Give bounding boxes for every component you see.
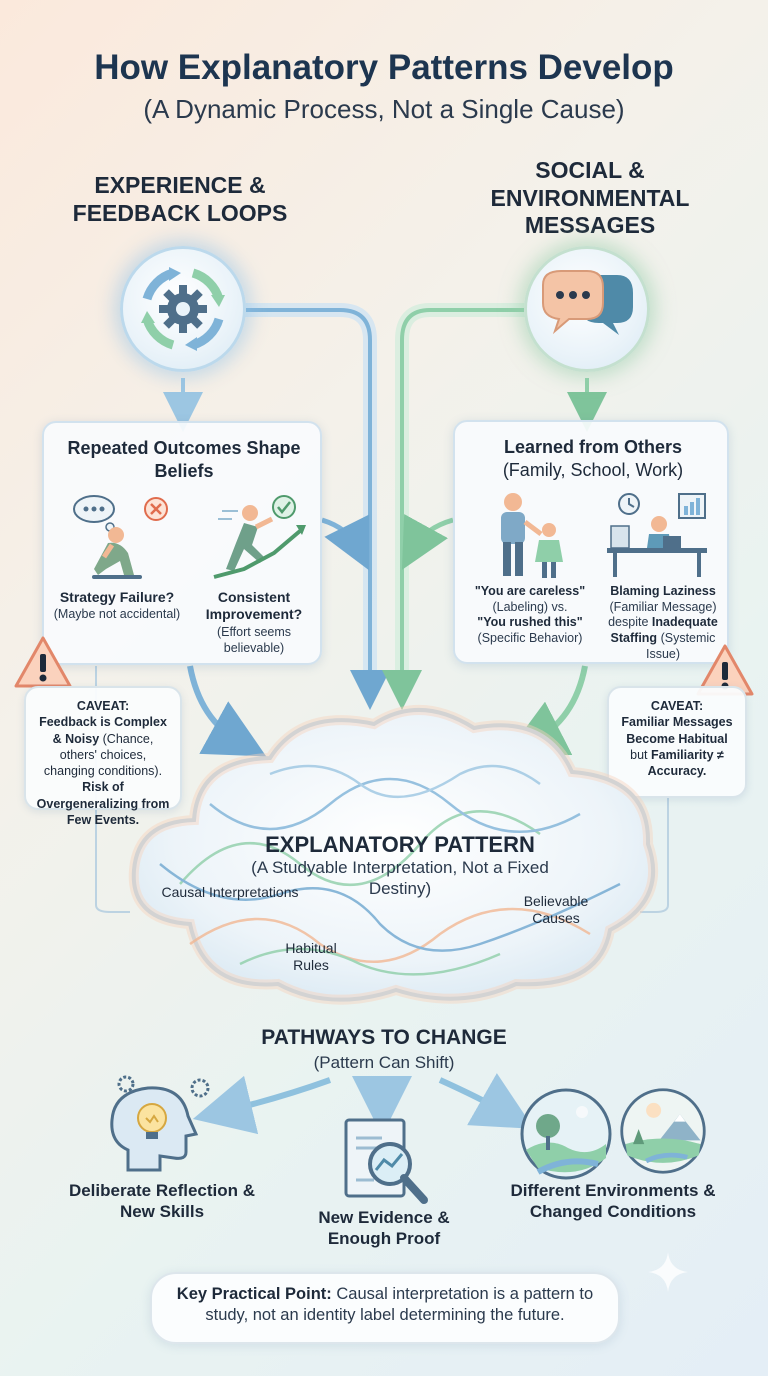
gear-cycle-icon [120, 246, 246, 372]
inadequate-staffing: Inadequate Staffing [610, 615, 718, 645]
card-title: Learned from Others [503, 437, 683, 457]
pathway-evidence-label: New Evidence & Enough Proof [318, 1208, 450, 1249]
habitual-rules-label: Habitual Rules [285, 940, 337, 973]
labeling-note: (Labeling) vs. [492, 599, 568, 614]
forest-landscape-icon [520, 1088, 612, 1180]
strategy-failure-note: (Maybe not accidental) [53, 607, 181, 621]
pathway-arrow-left [192, 1075, 332, 1135]
right-feedback-line [640, 798, 669, 913]
climbing-person-icon [213, 495, 306, 579]
social-to-pattern-line [382, 303, 531, 710]
page-title: How Explanatory Patterns Develop [94, 48, 674, 87]
left-card-to-cloud-arrow [187, 665, 267, 757]
believable-causes-label: Believable Causes [523, 893, 589, 926]
left-feedback-line [95, 666, 130, 913]
key-point-label: Key Practical Point: [176, 1285, 332, 1303]
pathways-subheading: (Pattern Can Shift) [313, 1053, 455, 1072]
familiar-message-note: (Familiar Message) despite [608, 599, 717, 630]
labeling-example: "You are careless" (Labeling) vs. "You r… [461, 584, 599, 647]
specific-behavior-note: (Specific Behavior) [477, 630, 583, 645]
pathway-reflection-label: Deliberate Reflection & New Skills [68, 1181, 256, 1222]
caveat-but: but [630, 747, 648, 762]
struggling-person-icon [73, 495, 168, 579]
page-subtitle: (A Dynamic Process, Not a Single Cause) [143, 94, 625, 124]
systemic-issue-note: (Systemic Issue) [645, 630, 716, 661]
caveat-detail: (Chance, others' choices, changing condi… [43, 731, 163, 779]
pathways-heading: PATHWAYS TO CHANGE [261, 1026, 507, 1049]
consistent-improvement-label: Consistent Improvement? [205, 589, 303, 622]
speech-bubbles-icon [524, 246, 650, 372]
caveat-label: CAVEAT: [650, 699, 704, 713]
head-lightbulb-icon [110, 1075, 210, 1172]
experience-to-pattern-line [239, 303, 390, 710]
pattern-title: EXPLANATORY PATTERN [265, 832, 535, 857]
parent-child-icon [501, 493, 563, 578]
evidence-magnifier-icon [344, 1118, 428, 1204]
office-desk-icon [607, 493, 707, 577]
caveat-complex-noisy: Feedback is Complex & Noisy [39, 715, 167, 746]
sparkle-icon [648, 1252, 688, 1292]
caveat-feedback: CAVEAT: Feedback is Complex & Noisy (Cha… [24, 686, 182, 827]
key-practical-point: Key Practical Point: Causal interpretati… [150, 1272, 620, 1344]
blaming-laziness: Blaming Laziness [610, 584, 716, 598]
explanatory-pattern-cloud [128, 704, 659, 1005]
caveat-familiarity: CAVEAT: Familiar Messages Become Habitua… [607, 686, 747, 798]
pathway-environment-label: Different Environments & Changed Conditi… [510, 1181, 716, 1222]
blaming-example: Blaming Laziness (Familiar Message) desp… [599, 584, 727, 662]
card-title: Repeated Outcomes Shape Beliefs [67, 438, 301, 481]
caveat-accuracy: Familiarity ≠ Accuracy. [647, 747, 724, 778]
learned-from-others-card: Learned from Others (Family, School, Wor… [453, 420, 729, 664]
strategy-failure-label: Strategy Failure? [59, 589, 175, 605]
social-heading: SOCIAL & ENVIRONMENTAL MESSAGES [490, 157, 690, 239]
warning-icon [14, 636, 72, 688]
right-card-to-middle-arrow [401, 514, 454, 570]
caveat-habitual: Familiar Messages Become Habitual [621, 715, 733, 746]
consistent-improvement-note: (Effort seems believable) [216, 625, 292, 655]
quote-rushed: "You rushed this" [477, 615, 583, 630]
quote-careless: "You are careless" [474, 584, 586, 598]
caveat-overgeneralizing: Risk of Overgeneralizing from Few Events… [36, 780, 170, 827]
card-subtitle: (Family, School, Work) [502, 460, 684, 480]
left-card-to-middle-arrow [321, 514, 370, 571]
key-point-text: Causal interpretation is a pattern to st… [205, 1285, 594, 1325]
causal-interpretations-label: Causal Interpretations [161, 884, 299, 900]
caveat-label: CAVEAT: [76, 699, 130, 713]
pattern-subtitle: (A Studyable Interpretation, Not a Fixed… [251, 858, 549, 898]
pathway-arrow-right [438, 1073, 535, 1129]
experience-heading: EXPERIENCE & FEEDBACK LOOPS [72, 172, 288, 226]
mountain-lake-icon [620, 1088, 706, 1174]
repeated-outcomes-card: Repeated Outcomes Shape Beliefs Strategy… [42, 421, 322, 665]
